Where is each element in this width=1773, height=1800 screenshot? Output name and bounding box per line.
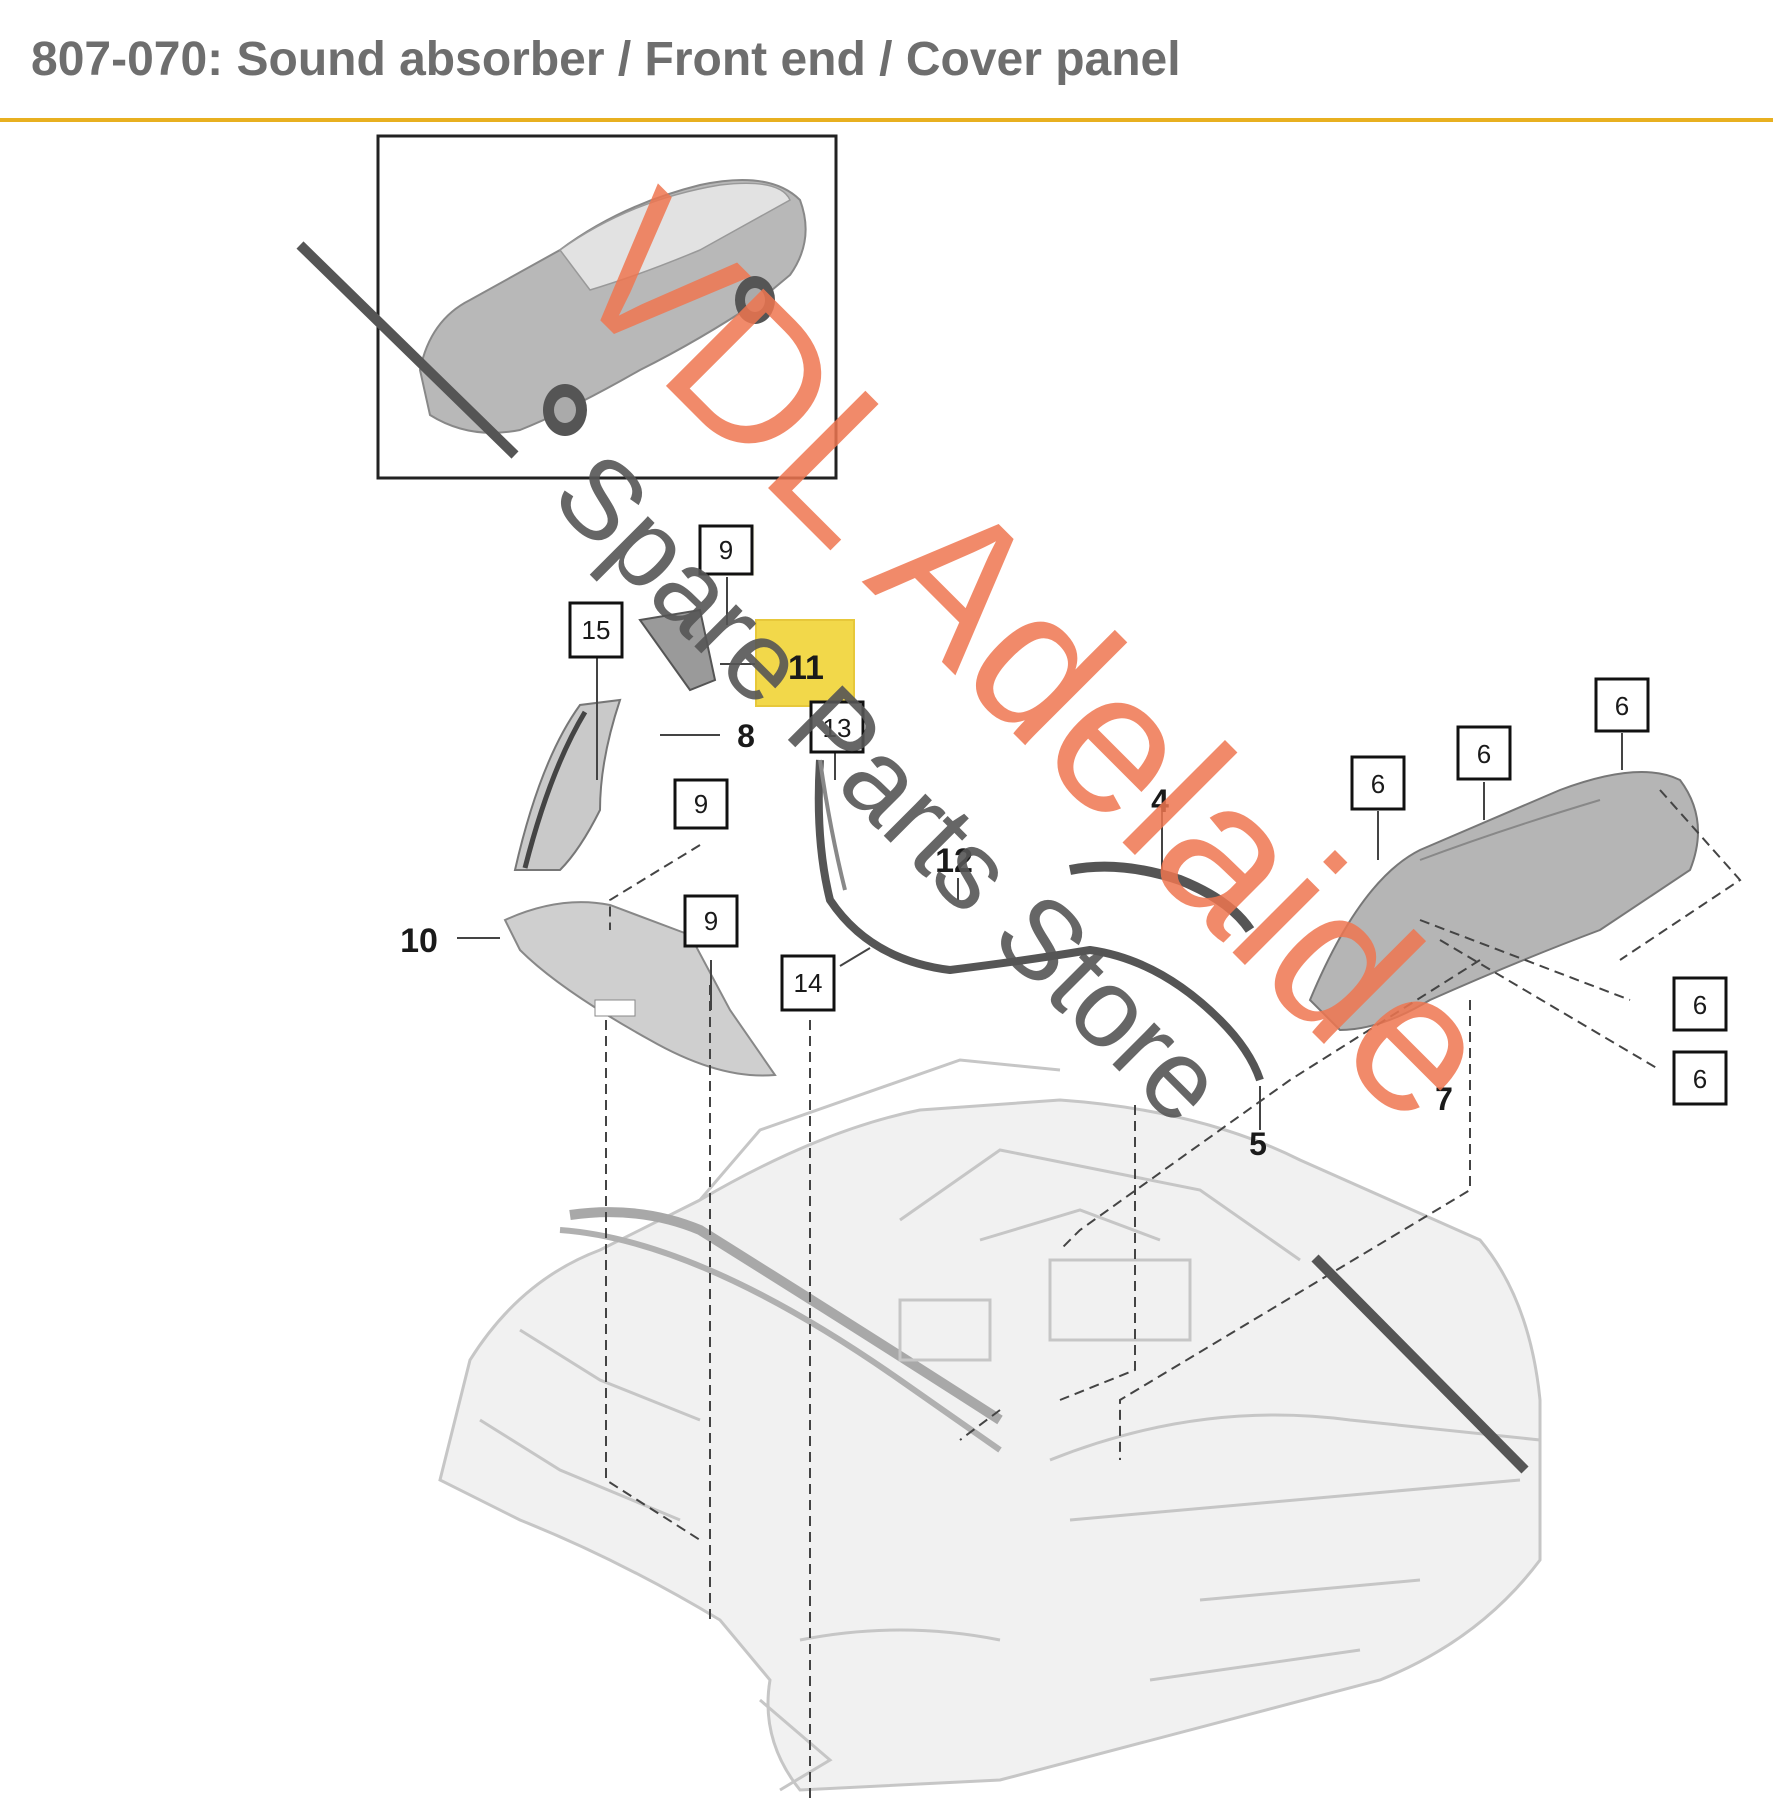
callout-6-c[interactable]: 6 [1594, 677, 1650, 733]
callout-6-d[interactable]: 6 [1672, 976, 1728, 1032]
part-8-cover [513, 698, 622, 871]
callout-7[interactable]: 7 [1435, 1081, 1453, 1117]
callout-label: 6 [1693, 1064, 1707, 1094]
body-shell [438, 1058, 1542, 1792]
callout-label: 5 [1249, 1126, 1267, 1162]
callout-6-e[interactable]: 6 [1672, 1050, 1728, 1106]
callout-5[interactable]: 5 [1249, 1126, 1267, 1162]
callout-13[interactable]: 13 [809, 700, 865, 754]
callout-label: 12 [935, 842, 973, 880]
callout-10[interactable]: 10 [400, 922, 438, 960]
callout-9-middle[interactable]: 9 [673, 778, 729, 830]
callout-9-lower[interactable]: 9 [683, 894, 739, 948]
car-silhouette-icon [418, 179, 807, 436]
solid-leaders [457, 577, 1623, 1130]
callout-label: 6 [1615, 691, 1629, 721]
part-6-absorber [1308, 771, 1699, 1032]
callout-8[interactable]: 8 [737, 718, 755, 754]
callout-6-b[interactable]: 6 [1456, 725, 1512, 781]
part-4-seal [1069, 861, 1255, 933]
callout-15[interactable]: 15 [568, 601, 624, 659]
callout-14[interactable]: 14 [780, 954, 836, 1012]
callout-9-top[interactable]: 9 [698, 524, 755, 576]
callouts: 9 15 11 8 13 9 12 4 6 [400, 524, 1728, 1162]
part-10-panel [503, 901, 777, 1077]
callout-label: 14 [794, 968, 823, 998]
part-12-seal [814, 759, 1264, 1082]
part-11-absorber [638, 608, 717, 692]
callout-label: 9 [694, 789, 708, 819]
page-title: 807-070: Sound absorber / Front end / Co… [31, 33, 1181, 86]
callout-label: 6 [1693, 990, 1707, 1020]
callout-label: 11 [788, 649, 824, 687]
callout-12[interactable]: 12 [935, 842, 973, 880]
callout-label: 9 [704, 906, 718, 936]
callout-11-highlighted[interactable]: 11 [755, 619, 855, 707]
vehicle-overview-inset [376, 134, 838, 480]
callout-label: 6 [1371, 769, 1385, 799]
callout-4[interactable]: 4 [1151, 783, 1169, 819]
callout-label: 15 [582, 615, 611, 645]
callout-label: 10 [400, 922, 438, 960]
watermark-stroke-bottom [1311, 1254, 1529, 1474]
callout-label: 6 [1477, 739, 1491, 769]
watermark-stroke-top [296, 241, 519, 459]
parts-diagram: 9 15 11 8 13 9 12 4 6 [296, 134, 1742, 1800]
callout-label: 4 [1151, 783, 1169, 819]
callout-6-a[interactable]: 6 [1350, 755, 1406, 811]
callout-label: 9 [719, 535, 733, 565]
page-header: 807-070: Sound absorber / Front end / Co… [0, 0, 1773, 122]
callout-label: 13 [823, 713, 852, 743]
callout-label: 8 [737, 718, 755, 754]
leader-lines [605, 789, 1742, 1800]
callout-label: 7 [1435, 1081, 1453, 1117]
